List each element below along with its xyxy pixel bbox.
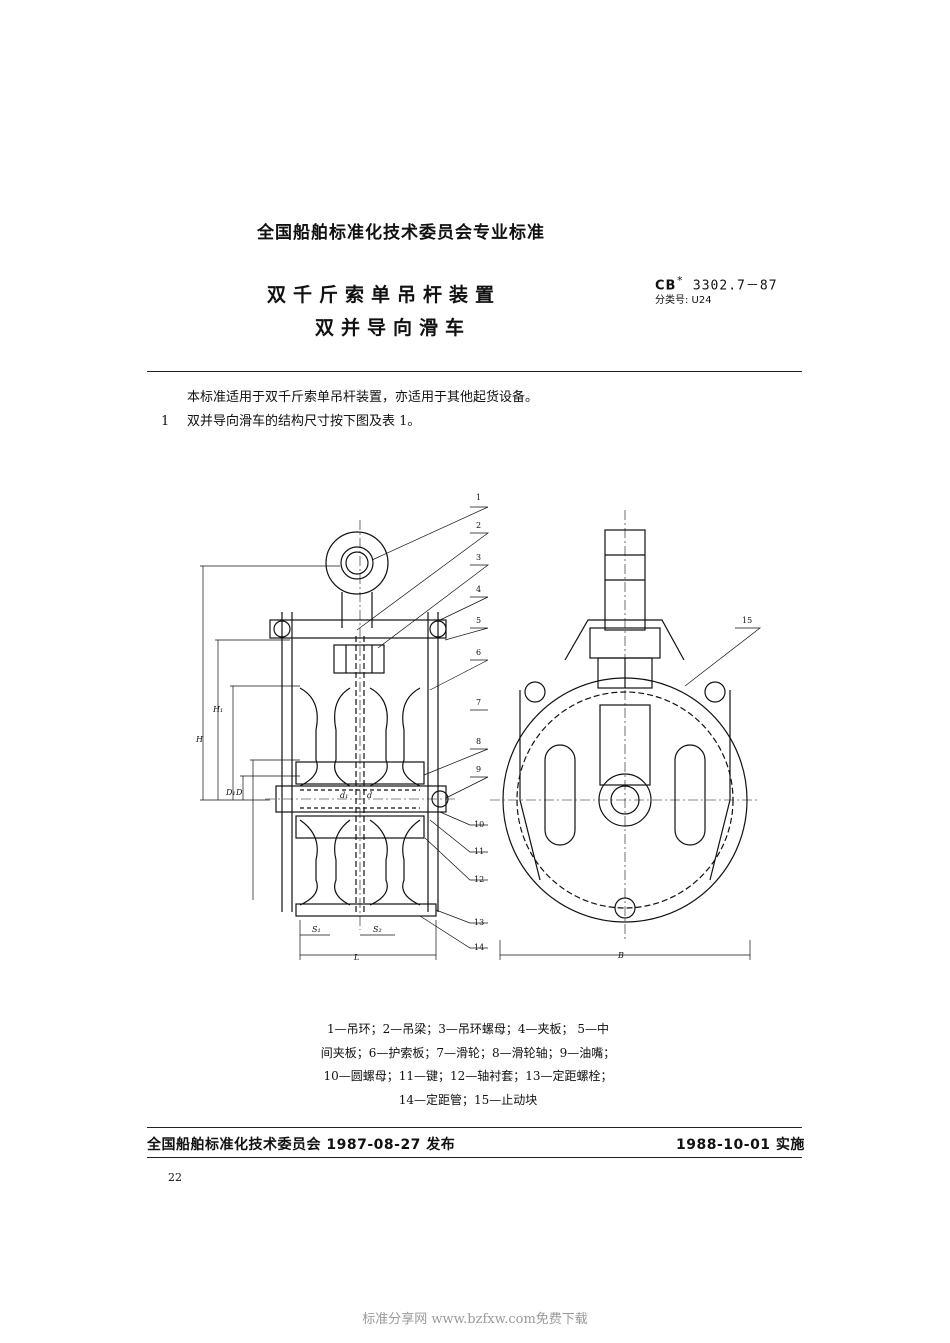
dim-H: H: [195, 735, 204, 744]
callout-15: 15: [742, 616, 752, 625]
standard-prefix: CB: [655, 278, 677, 294]
callout-numbers: 1 2 3 4 5 6 7 8 9 10 11 12 13 14 15: [474, 493, 752, 952]
title-line-1: 双千斤索单吊杆装置: [267, 284, 502, 306]
dim-D: D: [235, 788, 243, 797]
watermark: 标准分享网 www.bzfxw.com免费下载: [362, 1312, 588, 1327]
callout-7: 7: [476, 698, 481, 707]
distance-bolt: [295, 903, 437, 917]
callout-2: 2: [476, 521, 481, 530]
dim-d: d: [367, 791, 372, 800]
dim-S1: S₁: [312, 925, 321, 934]
callout-1: 1: [476, 493, 481, 502]
callout-10: 10: [474, 820, 484, 829]
side-plates: [281, 612, 439, 912]
page-number: 22: [168, 1171, 182, 1184]
dim-D1: D₁: [225, 788, 236, 797]
callout-9: 9: [476, 765, 481, 774]
footer-rule-bottom: [147, 1157, 802, 1158]
eye-nut: [333, 644, 385, 674]
classification-number: 分类号: U24: [655, 295, 712, 306]
title-line-2: 双并导向滑车: [315, 317, 472, 339]
header-rule: [147, 371, 802, 372]
issue-date: 全国船舶标准化技术委员会 1987-08-27 发布: [147, 1137, 456, 1153]
legend-line-3: 10—圆螺母；11—键；12—轴衬套；13—定距螺栓；: [323, 1069, 613, 1083]
pulley-block-drawing: 1 2 3 4 5 6 7 8 9 10 11 12 13 14 15 H H₁…: [195, 493, 762, 962]
callout-14: 14: [474, 943, 484, 952]
dimension-lines: [200, 565, 437, 960]
clause-text: 双并导向滑车的结构尺寸按下图及表 1。: [187, 414, 421, 429]
callout-5: 5: [476, 616, 481, 625]
scope-paragraph: 本标准适用于双千斤索单吊杆装置，亦适用于其他起货设备。: [187, 390, 539, 405]
standard-code: CB* 3302.7－87: [655, 274, 778, 293]
callout-6: 6: [476, 648, 481, 657]
callout-11: 11: [474, 847, 484, 856]
legend-line-4: 14—定距管；15—止动块: [398, 1092, 538, 1107]
lifting-eye: [325, 531, 389, 628]
dim-B: B: [617, 951, 624, 960]
clause-1: 1 双并导向滑车的结构尺寸按下图及表 1。: [161, 410, 420, 429]
middle-plate: [355, 636, 365, 912]
effective-date: 1988-10-01 实施: [676, 1137, 805, 1153]
standard-mark: *: [676, 274, 685, 287]
callout-13: 13: [474, 918, 484, 927]
callout-leaders: [356, 506, 762, 949]
dim-d1: d₁: [340, 791, 348, 800]
issuing-organization: 全国船舶标准化技术委员会专业标准: [257, 223, 545, 243]
standard-number: 3302.7－87: [692, 278, 778, 294]
callout-8: 8: [476, 737, 481, 746]
callout-12: 12: [474, 875, 484, 884]
callout-3: 3: [476, 553, 481, 562]
side-view: [490, 510, 760, 960]
clause-number: 1: [161, 414, 170, 429]
parts-legend: 1—吊环；2—吊梁；3—吊环螺母；4—夹板； 5—中 间夹板；6—护索板；7—滑…: [318, 1018, 618, 1112]
callout-4: 4: [476, 585, 481, 594]
dim-L: L: [353, 953, 359, 962]
dimension-labels: H H₁ D₁ D d₁ d S₁ S₂ L B: [195, 705, 624, 962]
sheaves: [299, 687, 421, 906]
legend-line-2: 间夹板；6—护索板；7—滑轮；8—滑轮轴；9—油嘴；: [320, 1045, 616, 1060]
legend-line-1: 1—吊环；2—吊梁；3—吊环螺母；4—夹板； 5—中: [327, 1022, 609, 1036]
dim-H1: H₁: [212, 705, 223, 714]
dim-S2: S₂: [373, 925, 382, 934]
footer-rule: [147, 1127, 802, 1128]
